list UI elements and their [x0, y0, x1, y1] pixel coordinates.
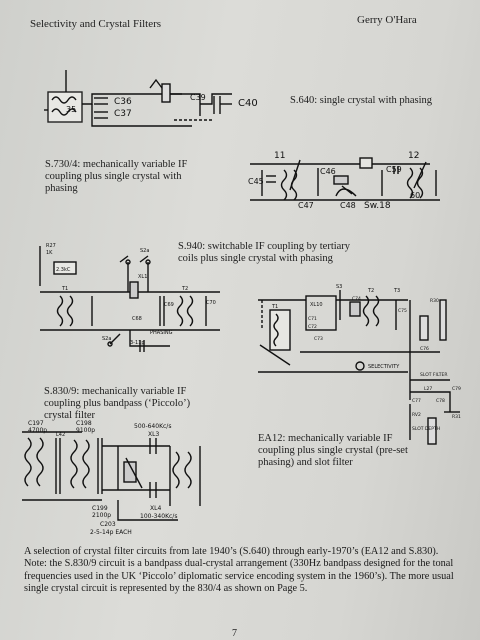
- schematic-s730: [250, 157, 440, 201]
- label-c70: C70: [206, 300, 216, 306]
- label-1k: 1K: [46, 250, 53, 256]
- label-t2-ea12: T2: [367, 288, 374, 294]
- label-c36: C36: [114, 97, 132, 107]
- label-c59: C59: [386, 165, 402, 174]
- label-c37: C37: [114, 109, 132, 119]
- caption-s830: S.830/9: mechanically variable IF coupli…: [44, 386, 191, 421]
- label-l27: L27: [424, 386, 432, 392]
- label-xl3: XL3: [148, 431, 159, 438]
- header-author: Gerry O'Hara: [357, 14, 417, 26]
- label-c198: C198: [76, 420, 92, 427]
- label-sw18: Sw.18: [364, 201, 391, 211]
- header-title: Selectivity and Crystal Filters: [30, 18, 162, 30]
- label-t2-s940: T2: [181, 286, 188, 292]
- caption-s640: S.640: single crystal with phasing: [290, 95, 433, 106]
- label-100-340kcs: 100-340Kc/s: [140, 513, 177, 520]
- label-c45: C45: [248, 177, 264, 186]
- label-l42: L42: [56, 432, 65, 438]
- label-12: 12: [408, 151, 419, 161]
- label-s2a-top: S2a: [140, 248, 149, 254]
- schematic-labels: C36 C37 C39 C40 35 11 12 C45 C46 C47 C48…: [28, 93, 461, 536]
- label-c72: C72: [308, 324, 317, 330]
- label-r30: R30: [430, 298, 439, 304]
- label-slot-depth: SLOT DEPTH: [412, 426, 440, 432]
- label-c79: C79: [452, 386, 461, 392]
- label-4700p: 4700p: [28, 427, 47, 434]
- label-11: 11: [274, 151, 285, 161]
- schematic-ea12: [258, 290, 460, 445]
- label-c46: C46: [320, 167, 336, 176]
- label-c71: C71: [308, 316, 317, 322]
- label-t3-ea12: T3: [393, 288, 400, 294]
- label-r31: R31: [452, 414, 461, 420]
- label-xl10: XL10: [310, 302, 323, 308]
- label-phasing: PHASING: [150, 330, 173, 336]
- label-r27: R27: [46, 243, 56, 249]
- label-2-5-14p-each: 2-5-14p EACH: [90, 529, 132, 536]
- caption-s940: S.940: switchable IF coupling by tertiar…: [178, 241, 351, 264]
- label-60: 60: [410, 191, 420, 200]
- label-c203: C203: [100, 521, 116, 528]
- label-c78: C78: [436, 398, 445, 404]
- caption-s730: S.730/4: mechanically variable IF coupli…: [45, 159, 188, 194]
- label-s2a-bottom: S2a: [102, 336, 111, 342]
- label-35: 35: [66, 105, 76, 114]
- label-rv2: RV2: [412, 412, 421, 418]
- label-c69: C69: [164, 302, 174, 308]
- label-c48: C48: [340, 201, 356, 210]
- label-slot-filter: SLOT FILTER: [420, 372, 447, 378]
- label-xl4: XL4: [150, 505, 161, 512]
- label-9100p: 9100p: [76, 427, 95, 434]
- label-3-11p: 3-11p: [130, 340, 145, 346]
- label-c68: C68: [132, 316, 142, 322]
- label-c199: C199: [92, 505, 108, 512]
- label-xl1: XL1: [138, 274, 147, 280]
- label-c197: C197: [28, 420, 44, 427]
- label-selectivity: SELECTIVITY: [368, 364, 400, 370]
- label-s3: S3: [336, 284, 342, 290]
- schematic-s830: [22, 431, 201, 521]
- label-c73: C73: [314, 336, 323, 342]
- label-c47: C47: [298, 201, 314, 210]
- label-c74: C74: [352, 296, 361, 302]
- label-2-3kc: 2.3kC: [56, 267, 71, 273]
- label-c40: C40: [238, 98, 258, 109]
- label-2100p: 2100p: [92, 512, 111, 519]
- label-500-640kcs: 500-640Kc/s: [134, 423, 171, 430]
- label-c39: C39: [190, 93, 206, 102]
- label-t1-ea12: T1: [271, 304, 278, 310]
- caption-ea12: EA12: mechanically variable IF coupling …: [258, 433, 408, 468]
- label-c77: C77: [412, 398, 421, 404]
- page-number: 7: [232, 628, 237, 639]
- label-c76: C76: [420, 346, 429, 352]
- label-c75: C75: [398, 308, 407, 314]
- schematic-s940: [39, 246, 220, 352]
- label-t1-s940: T1: [61, 286, 68, 292]
- schematic-s640: [44, 70, 232, 127]
- summary-paragraph: A selection of crystal filter circuits f…: [24, 546, 454, 595]
